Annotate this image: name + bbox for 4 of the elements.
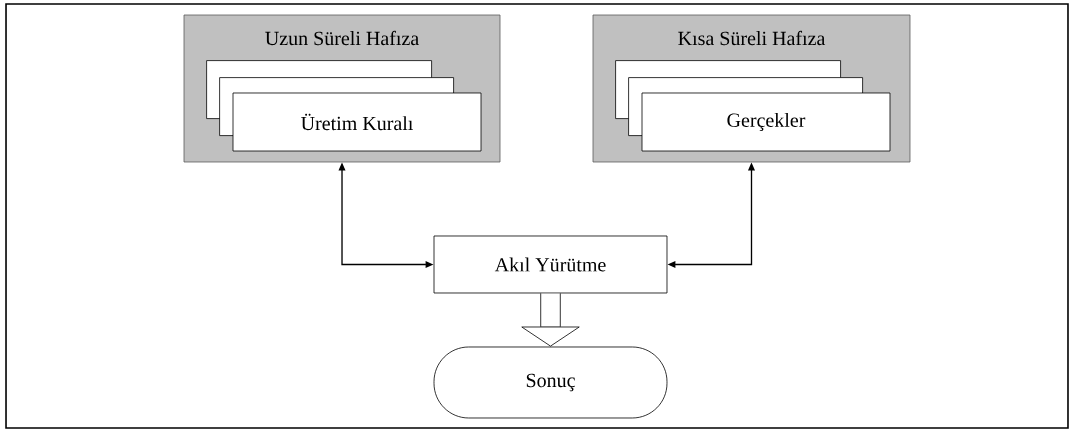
process-box: Akıl Yürütme [433, 235, 668, 294]
block-arrow [521, 293, 580, 347]
card-stack: Üretim Kuralı [206, 60, 482, 152]
card-stack: Gerçekler [615, 60, 891, 152]
